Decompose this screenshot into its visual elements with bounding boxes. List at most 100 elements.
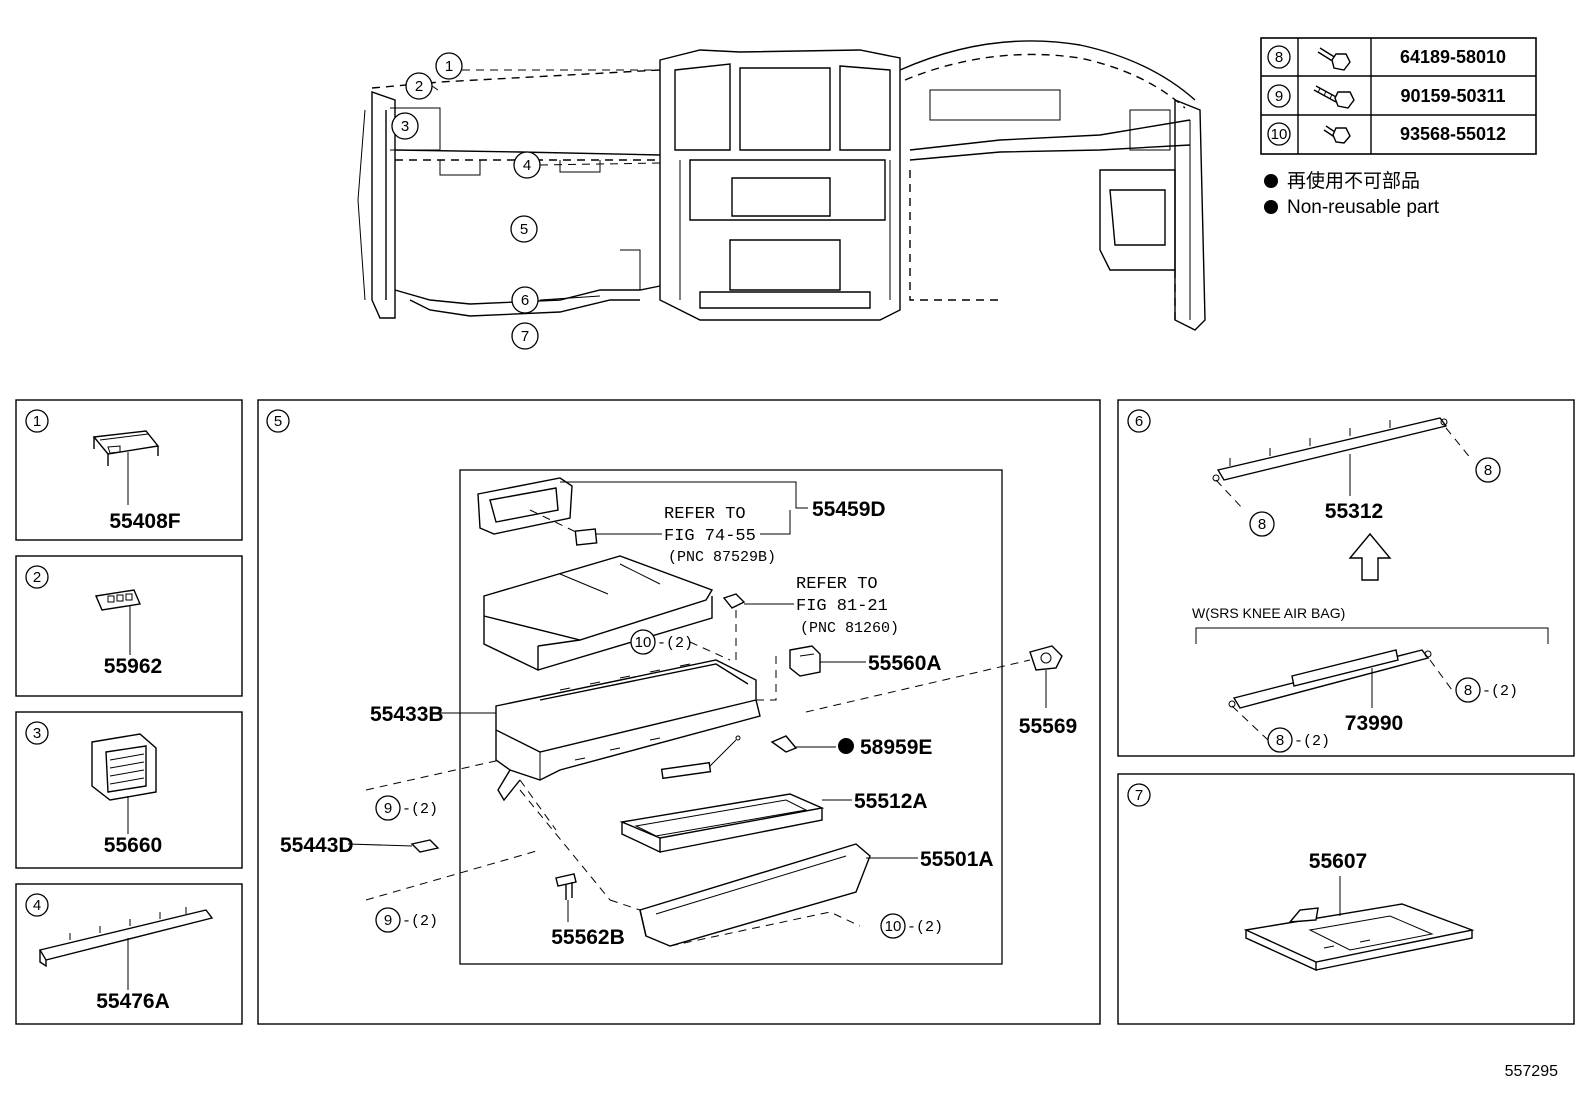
non-reusable-dot-icon — [1264, 200, 1278, 214]
label-text: -(2) — [402, 801, 438, 818]
panel-1[interactable]: 1 55408F — [15, 399, 243, 541]
refer-fig-81-21-line1: REFER TO — [796, 575, 878, 594]
label-text: 2 — [33, 569, 41, 586]
label-text: 6 — [521, 292, 529, 309]
legend-english: Non-reusable part — [1287, 197, 1440, 218]
non-reusable-dot-icon — [838, 738, 854, 754]
part-number-55443D: 55443D — [280, 834, 354, 857]
fastener-row-9[interactable]: 9 90159-50311 — [1267, 84, 1506, 109]
part-number-55512A: 55512A — [854, 790, 928, 813]
label-text: 8 — [1464, 682, 1472, 699]
glovebox-housing-drawing — [495, 659, 761, 802]
part-number-55476A: 55476A — [96, 990, 170, 1013]
part-number-55607: 55607 — [1309, 850, 1367, 873]
clip-drawing — [722, 593, 746, 609]
label-text: 3 — [33, 725, 41, 742]
callout-8-upper-right[interactable]: 8 — [1475, 457, 1501, 483]
legend-japanese: 再使用不可部品 — [1287, 170, 1420, 192]
part-number-55408F: 55408F — [109, 510, 180, 533]
label-text: 9 — [384, 800, 392, 817]
refer-fig-81-21-line2: FIG 81-21 — [796, 597, 888, 616]
fastener-row-10[interactable]: 10 93568-55012 — [1267, 122, 1506, 146]
part-55501A-drawing — [639, 843, 871, 947]
callout-9-lower[interactable]: 9 -(2) — [375, 907, 438, 933]
legend: 再使用不可部品 Non-reusable part — [1264, 170, 1440, 218]
condition-label: W(SRS KNEE AIR BAG) — [1192, 605, 1345, 621]
part-number-55433B: 55433B — [370, 703, 444, 726]
refer-fig-81-21-pnc: (PNC 81260) — [800, 620, 899, 637]
label-text: 93568-55012 — [1400, 124, 1506, 144]
bolt-icon — [1317, 47, 1351, 71]
overview-callout-4[interactable]: 4 — [513, 151, 541, 179]
label-text: 10 — [1271, 126, 1288, 143]
part-55569-drawing — [1029, 645, 1063, 671]
label-text: 5 — [520, 221, 528, 238]
label-text: -(2) — [402, 913, 438, 930]
part-55962-drawing — [95, 589, 141, 611]
part-73990-drawing — [1228, 649, 1432, 709]
label-text: 64189-58010 — [1400, 47, 1506, 67]
label-text: 90159-50311 — [1400, 86, 1505, 106]
part-number-55560A: 55560A — [868, 652, 942, 675]
part-number-55501A: 55501A — [920, 848, 994, 871]
callout-8-lower-left[interactable]: 8 -(2) — [1267, 727, 1330, 753]
label-text: 6 — [1135, 413, 1143, 430]
overview-callout-6[interactable]: 6 — [511, 286, 539, 314]
panel-2[interactable]: 2 55962 — [15, 555, 243, 697]
overview-callout-2[interactable]: 2 — [405, 72, 433, 100]
callout-8-lower-right[interactable]: 8 -(2) — [1455, 677, 1518, 703]
glovebox-shelf-drawing — [483, 555, 714, 672]
part-number-55312: 55312 — [1325, 500, 1383, 523]
label-text: -(2) — [1482, 683, 1518, 700]
refer-fig-74-55-line2: FIG 74-55 — [664, 527, 756, 546]
label-text: 1 — [445, 58, 453, 75]
part-55408F-drawing — [92, 430, 160, 466]
part-number-55962: 55962 — [104, 655, 162, 678]
non-reusable-dot-icon — [1264, 174, 1278, 188]
callout-10-bottom[interactable]: 10 -(2) — [880, 913, 943, 939]
part-55512A-drawing — [619, 793, 825, 854]
panel-5[interactable]: 5 55459D REFER TO FIG 74-55 (PNC 87529B)… — [257, 399, 1101, 1025]
label-text: 8 — [1276, 732, 1284, 749]
part-55607-drawing — [1243, 903, 1475, 972]
label-text: 10 — [885, 918, 902, 935]
label-text: 7 — [1135, 787, 1143, 804]
clip-screw-icon — [1323, 125, 1351, 144]
label-text: 8 — [1258, 516, 1266, 533]
overview-callout-7[interactable]: 7 — [511, 322, 539, 350]
screw-icon — [1313, 85, 1355, 109]
label-text: 9 — [384, 912, 392, 929]
label-text: 1 — [33, 413, 41, 430]
label-text: 4 — [33, 897, 41, 914]
replacement-arrow-icon — [1348, 532, 1392, 581]
part-58959E-drawing — [770, 735, 798, 753]
overview-callout-5[interactable]: 5 — [510, 215, 538, 243]
label-text: -(2) — [657, 635, 693, 652]
fastener-table: 8 64189-58010 9 90159-50311 10 — [1260, 37, 1537, 155]
overview-callout-1[interactable]: 1 — [435, 52, 463, 80]
part-number-55569: 55569 — [1019, 715, 1077, 738]
dashboard-frame — [357, 40, 1206, 331]
panel-7[interactable]: 7 55607 — [1117, 773, 1575, 1025]
part-55312-drawing — [1212, 417, 1448, 482]
callout-8-upper-left[interactable]: 8 — [1249, 511, 1275, 537]
label-text: 10 — [635, 634, 652, 651]
panel-3[interactable]: 3 55660 — [15, 711, 243, 869]
part-number-73990: 73990 — [1345, 712, 1403, 735]
panel-4[interactable]: 4 55476A — [15, 883, 243, 1025]
part-number-55562B: 55562B — [551, 926, 625, 949]
part-number-55660: 55660 — [104, 834, 162, 857]
part-55560A-drawing — [789, 645, 821, 677]
panel-6[interactable]: 6 8 8 55312 W(SRS KNEE AIR BAG) — [1117, 399, 1575, 757]
fastener-row-8[interactable]: 8 64189-58010 — [1267, 45, 1506, 71]
overview-callout-3[interactable]: 3 — [391, 112, 419, 140]
dashboard-overview: 1 2 3 4 5 6 7 — [357, 40, 1206, 350]
part-55660-drawing — [91, 733, 157, 801]
label-text: -(2) — [907, 919, 943, 936]
refer-fig-74-55-line1: REFER TO — [664, 505, 746, 524]
callout-9-upper[interactable]: 9 -(2) — [375, 795, 438, 821]
callout-10-top[interactable]: 10 -(2) — [630, 629, 693, 655]
label-text: 8 — [1484, 462, 1492, 479]
part-number-55459D: 55459D — [812, 498, 886, 521]
label-text: 9 — [1275, 88, 1283, 105]
